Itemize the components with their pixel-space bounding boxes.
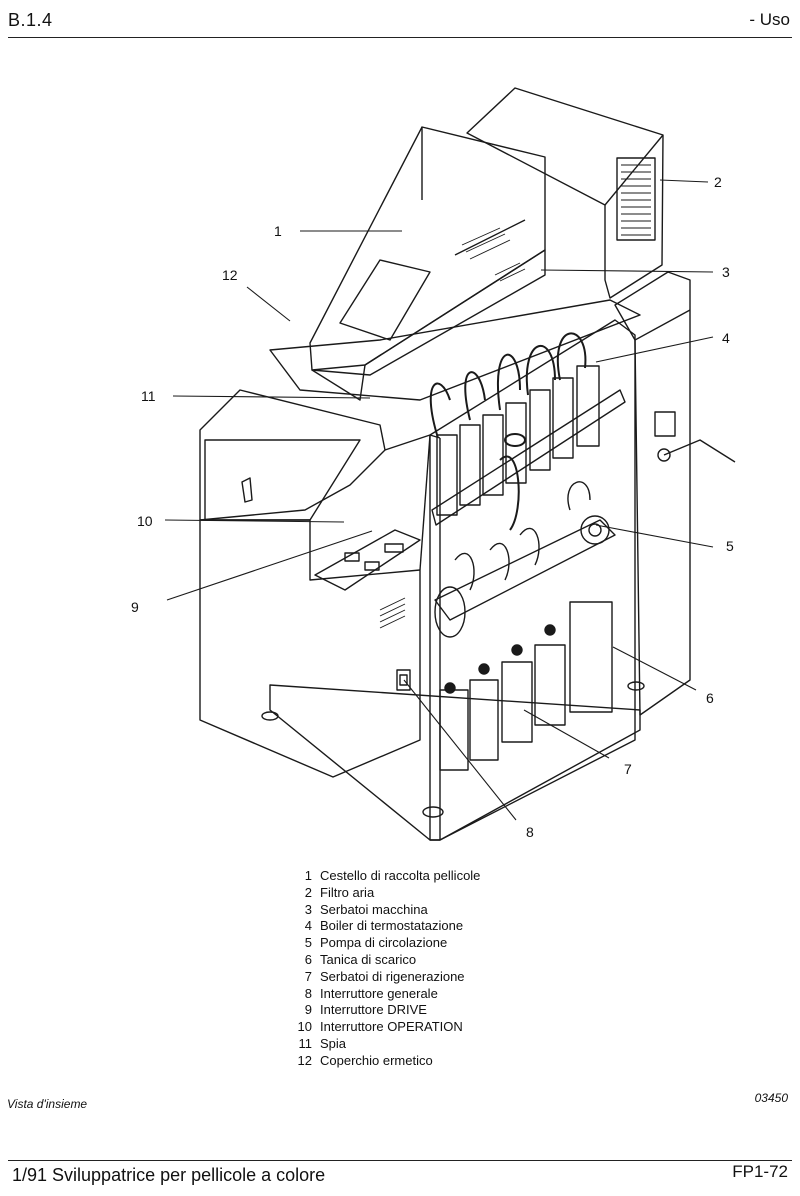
- page-header-chapter: - Uso: [749, 10, 790, 29]
- header-rule: [8, 37, 792, 38]
- legend-number: 5: [304, 935, 312, 951]
- legend-item: 2 Filtro aria: [294, 885, 480, 902]
- legend-item: 4 Boiler di termostatazione: [294, 918, 480, 935]
- callout-4: 4: [722, 330, 730, 346]
- control-cabinet-top: [199, 389, 386, 521]
- legend-item: 1 Cestello di raccolta pellicole: [294, 868, 481, 885]
- legend-item: 7 Serbatoi di rigenerazione: [294, 969, 480, 986]
- legend-number: 1: [304, 868, 312, 883]
- callout-5: 5: [726, 538, 734, 554]
- page-header-section: B.1.4: [8, 10, 53, 30]
- legend-text: Serbatoi di rigenerazione: [320, 968, 465, 984]
- legend-text: Spia: [320, 1035, 347, 1051]
- legend-item: 11 Spia: [294, 1036, 480, 1053]
- machine-base: [269, 684, 641, 841]
- air-filter-grille: [616, 157, 656, 241]
- control-cabinet-front: [199, 519, 421, 778]
- legend-text: Coperchio ermetico: [320, 1052, 433, 1068]
- legend-item: 3 Serbatoi macchina: [294, 902, 480, 919]
- legend-text: Interruttore generale: [320, 985, 438, 1001]
- callout-11: 11: [141, 388, 156, 404]
- drive-switch: [364, 561, 380, 571]
- legend-text: Cestello di raccolta pellicole: [320, 868, 481, 883]
- footer-rule: [8, 1160, 792, 1161]
- callout-7: 7: [624, 761, 632, 777]
- tank-bay-frame: [429, 319, 636, 841]
- parts-legend: 1 Cestello di raccolta pellicole 2 Filtro a…: [294, 868, 481, 1070]
- legend-text: Filtro aria: [320, 884, 375, 900]
- legend-number: 9: [304, 1002, 312, 1018]
- callout-3: 3: [722, 264, 730, 280]
- rear-cabinet: [466, 87, 664, 299]
- legend-number: 4: [304, 918, 312, 934]
- callout-10: 10: [137, 513, 153, 529]
- regeneration-tanks: [439, 601, 613, 771]
- legend-text: Interruttore OPERATION: [320, 1019, 463, 1035]
- callout-2: 2: [714, 174, 722, 190]
- legend-number: 12: [297, 1052, 312, 1068]
- footer-title: 1/91 Sviluppatrice per pellicole a color…: [12, 1165, 326, 1185]
- figure-caption: Vista d'insieme: [7, 1097, 88, 1111]
- callout-12: 12: [222, 267, 238, 283]
- drain-tank: [569, 601, 613, 713]
- legend-number: 6: [304, 951, 312, 967]
- legend-text: Boiler di termostatazione: [320, 918, 464, 934]
- page-number: FP1-72: [732, 1162, 788, 1181]
- legend-number: 11: [298, 1035, 313, 1051]
- legend-number: 8: [304, 985, 312, 1001]
- machine-illustration: 1 2 3 4 5 6 7 8 9 10 11 12: [131, 87, 736, 841]
- crank-handle: [657, 448, 671, 462]
- circulation-pump: [434, 481, 616, 638]
- legend-item: 10 Interruttore OPERATION: [294, 1019, 480, 1036]
- figure-code: 03450: [754, 1091, 788, 1105]
- legend-number: 2: [304, 884, 312, 900]
- main-switch: [396, 669, 411, 691]
- operation-switch: [344, 552, 360, 562]
- callout-1: 1: [274, 223, 282, 239]
- control-panel: [314, 529, 421, 591]
- hermetic-cover: [269, 299, 641, 401]
- film-basket: [309, 126, 546, 401]
- legend-item: 12 Coperchio ermetico: [294, 1053, 480, 1070]
- right-side-panel: [614, 271, 691, 716]
- legend-text: Pompa di circolazione: [320, 935, 448, 951]
- legend-text: Serbatoi macchina: [320, 901, 428, 917]
- callout-8: 8: [526, 824, 534, 840]
- legend-number: 7: [304, 968, 312, 984]
- legend-number: 10: [297, 1019, 312, 1035]
- boiler-hoses: [429, 332, 587, 531]
- legend-item: 9 Interruttore DRIVE: [294, 1002, 480, 1019]
- legend-text: Interruttore DRIVE: [320, 1002, 427, 1018]
- legend-item: 5 Pompa di circolazione: [294, 935, 480, 952]
- callout-9: 9: [131, 599, 139, 615]
- callout-6: 6: [706, 690, 714, 706]
- legend-text: Tanica di scarico: [320, 951, 417, 967]
- legend-number: 3: [304, 901, 312, 917]
- spy-window: [204, 439, 361, 521]
- legend-item: 8 Interruttore generale: [294, 986, 480, 1003]
- legend-item: 6 Tanica di scarico: [294, 952, 480, 969]
